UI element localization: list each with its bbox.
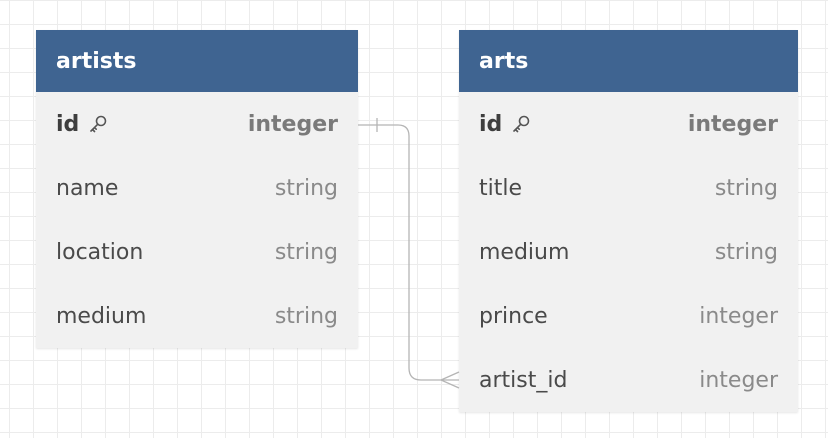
column-type: string [274,303,338,329]
key-icon [510,113,532,135]
table-arts[interactable]: arts id integer title string medium stri… [459,30,798,412]
column-row-location[interactable]: location string [36,220,358,284]
column-row-title[interactable]: title string [459,156,798,220]
column-row-medium[interactable]: medium string [459,220,798,284]
column-name: name [56,175,119,201]
column-name: medium [56,303,147,329]
table-header-artists[interactable]: artists [36,30,358,92]
relation-line [358,124,459,381]
column-name: artist_id [479,367,568,393]
table-title: artists [56,48,137,74]
column-row-id[interactable]: id integer [459,92,798,156]
column-name: prince [479,303,548,329]
column-type: string [274,239,338,265]
column-name: medium [479,239,570,265]
column-type: integer [247,111,338,137]
relation-connector[interactable] [358,118,460,389]
column-type: string [274,175,338,201]
key-icon [87,113,109,135]
many-cardinality-mark [440,371,460,381]
column-row-artist-id[interactable]: artist_id integer [459,348,798,412]
column-type: integer [699,367,778,393]
column-name: title [479,175,523,201]
column-row-medium[interactable]: medium string [36,284,358,348]
table-header-arts[interactable]: arts [459,30,798,92]
many-cardinality-mark [440,379,460,389]
column-row-prince[interactable]: prince integer [459,284,798,348]
column-name: location [56,239,144,265]
column-name: id [56,111,80,137]
column-type: integer [699,303,778,329]
column-type: string [714,239,778,265]
column-name: id [479,111,503,137]
column-type: integer [687,111,778,137]
table-title: arts [479,48,529,74]
column-type: string [714,175,778,201]
column-row-id[interactable]: id integer [36,92,358,156]
table-artists[interactable]: artists id integer name string location … [36,30,358,348]
column-row-name[interactable]: name string [36,156,358,220]
